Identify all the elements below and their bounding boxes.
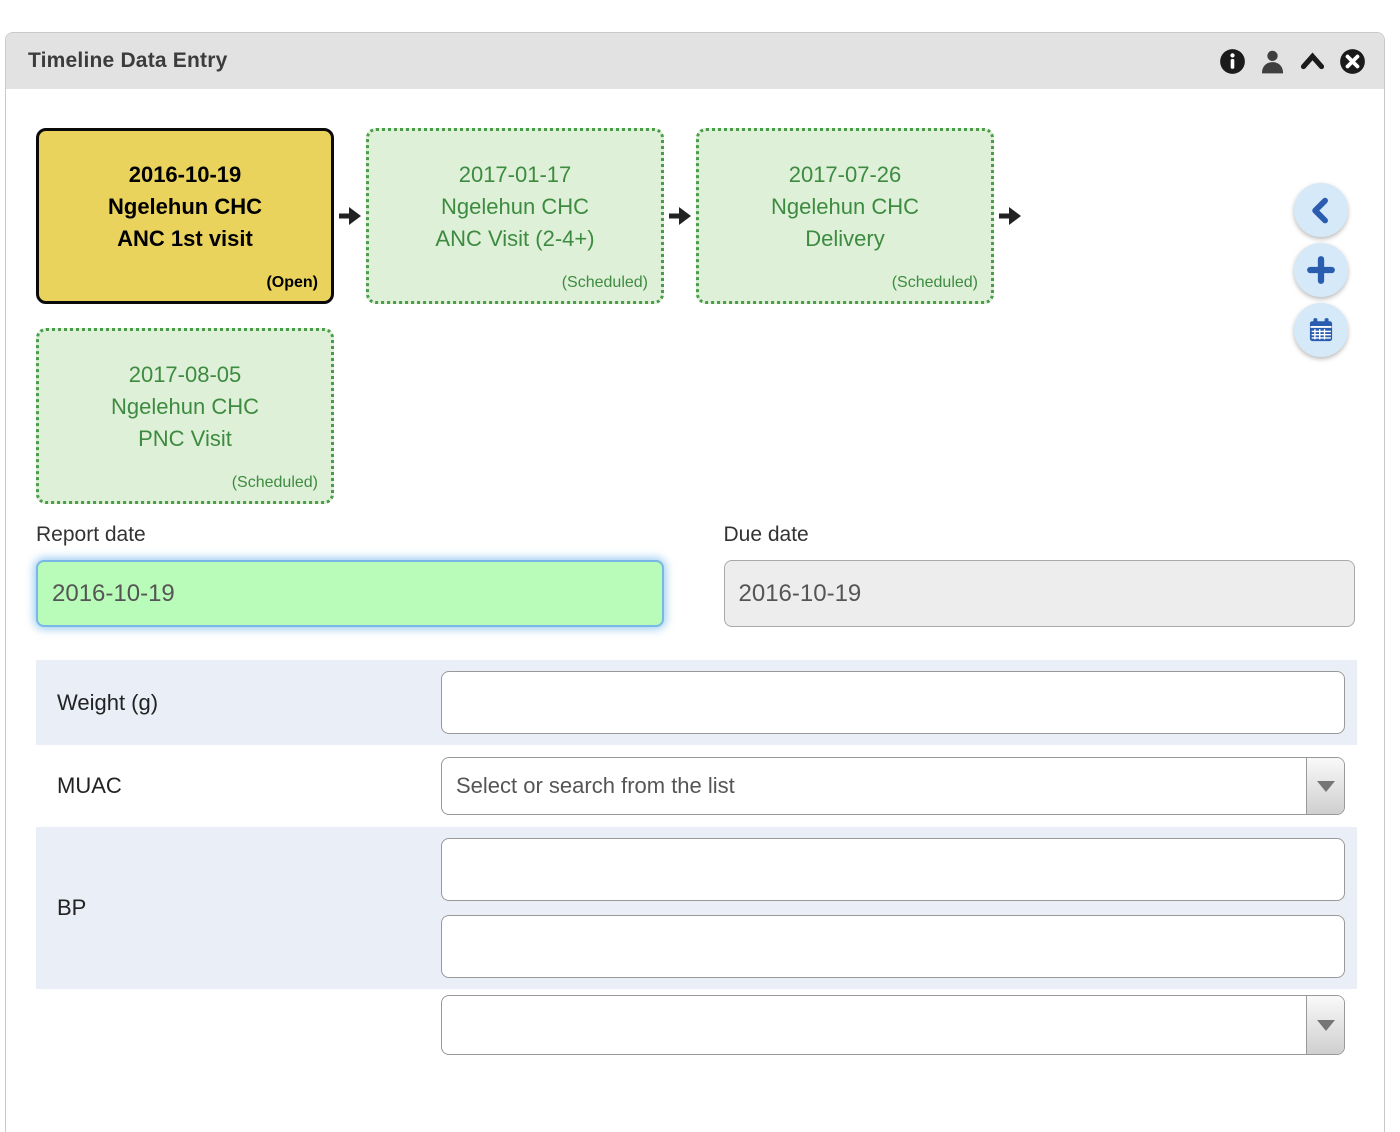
header-icons bbox=[1219, 48, 1366, 75]
arrow-right-icon bbox=[668, 203, 692, 229]
form-row-bp: BP bbox=[36, 827, 1357, 989]
due-date-label: Due date bbox=[724, 523, 1356, 547]
muac-select[interactable]: Select or search from the list bbox=[441, 757, 1345, 815]
event-lines: 2017-08-05 Ngelehun CHC PNC Visit bbox=[39, 359, 331, 455]
chevron-down-icon bbox=[1317, 1020, 1335, 1031]
timeline-row-1: 2016-10-19 Ngelehun CHC ANC 1st visit (O… bbox=[36, 128, 1355, 304]
event-org-unit: Ngelehun CHC bbox=[699, 191, 991, 223]
event-date: 2016-10-19 bbox=[39, 159, 331, 191]
timeline-arrow bbox=[664, 203, 696, 229]
event-lines: 2017-07-26 Ngelehun CHC Delivery bbox=[699, 159, 991, 255]
due-date-input bbox=[724, 560, 1356, 627]
event-org-unit: Ngelehun CHC bbox=[39, 191, 331, 223]
event-lines: 2017-01-17 Ngelehun CHC ANC Visit (2-4+) bbox=[369, 159, 661, 255]
event-box-anc-visit-2-4[interactable]: 2017-01-17 Ngelehun CHC ANC Visit (2-4+)… bbox=[366, 128, 664, 304]
event-stage: ANC 1st visit bbox=[39, 223, 331, 255]
partial-row-label bbox=[36, 989, 441, 1066]
event-lines: 2016-10-19 Ngelehun CHC ANC 1st visit bbox=[39, 159, 331, 255]
dropdown-button[interactable] bbox=[1306, 758, 1344, 814]
form-row-weight: Weight (g) bbox=[36, 660, 1357, 745]
event-date: 2017-08-05 bbox=[39, 359, 331, 391]
calendar-icon bbox=[1307, 316, 1335, 344]
event-stage: Delivery bbox=[699, 223, 991, 255]
weight-label: Weight (g) bbox=[36, 660, 441, 745]
form-row-partial bbox=[36, 989, 1357, 1066]
bp-systolic-input[interactable] bbox=[441, 838, 1345, 901]
bp-label: BP bbox=[36, 827, 441, 989]
report-date-input[interactable] bbox=[36, 560, 664, 627]
user-icon[interactable] bbox=[1259, 48, 1286, 75]
widget-title: Timeline Data Entry bbox=[28, 49, 227, 73]
event-stage: PNC Visit bbox=[39, 423, 331, 455]
report-date-label: Report date bbox=[36, 523, 664, 547]
timeline-arrow bbox=[994, 203, 1026, 229]
event-stage: ANC Visit (2-4+) bbox=[369, 223, 661, 255]
close-icon[interactable] bbox=[1339, 48, 1366, 75]
event-status: (Scheduled) bbox=[232, 474, 318, 492]
event-box-pnc-visit[interactable]: 2017-08-05 Ngelehun CHC PNC Visit (Sched… bbox=[36, 328, 334, 504]
muac-select-placeholder: Select or search from the list bbox=[442, 773, 1306, 799]
event-status: (Open) bbox=[266, 274, 318, 292]
event-org-unit: Ngelehun CHC bbox=[369, 191, 661, 223]
timeline-data-entry-widget: Timeline Data Entry bbox=[5, 32, 1385, 1132]
partial-select[interactable] bbox=[441, 995, 1345, 1055]
arrow-right-icon bbox=[338, 203, 362, 229]
previous-button[interactable] bbox=[1294, 183, 1348, 237]
event-status: (Scheduled) bbox=[892, 274, 978, 292]
event-box-anc-1st-visit[interactable]: 2016-10-19 Ngelehun CHC ANC 1st visit (O… bbox=[36, 128, 334, 304]
arrow-right-icon bbox=[998, 203, 1022, 229]
event-box-delivery[interactable]: 2017-07-26 Ngelehun CHC Delivery (Schedu… bbox=[696, 128, 994, 304]
timeline-action-buttons bbox=[1294, 183, 1348, 357]
bp-diastolic-input[interactable] bbox=[441, 915, 1345, 978]
muac-label: MUAC bbox=[36, 745, 441, 827]
event-org-unit: Ngelehun CHC bbox=[39, 391, 331, 423]
timeline-arrow bbox=[334, 203, 366, 229]
widget-content: 2016-10-19 Ngelehun CHC ANC 1st visit (O… bbox=[6, 89, 1384, 1066]
event-date: 2017-01-17 bbox=[369, 159, 661, 191]
add-event-button[interactable] bbox=[1294, 243, 1348, 297]
dropdown-button[interactable] bbox=[1306, 996, 1344, 1054]
form-row-muac: MUAC Select or search from the list bbox=[36, 745, 1357, 827]
schedule-button[interactable] bbox=[1294, 303, 1348, 357]
info-icon[interactable] bbox=[1219, 48, 1246, 75]
event-status: (Scheduled) bbox=[562, 274, 648, 292]
widget-header: Timeline Data Entry bbox=[6, 33, 1384, 89]
collapse-icon[interactable] bbox=[1299, 48, 1326, 75]
timeline-row-2: 2017-08-05 Ngelehun CHC PNC Visit (Sched… bbox=[36, 328, 1355, 504]
weight-input[interactable] bbox=[441, 671, 1345, 734]
chevron-down-icon bbox=[1317, 781, 1335, 792]
plus-icon bbox=[1307, 256, 1335, 284]
chevron-left-icon bbox=[1307, 196, 1335, 224]
dates-section: Report date Due date bbox=[36, 523, 1355, 627]
event-date: 2017-07-26 bbox=[699, 159, 991, 191]
data-entry-form: Weight (g) MUAC Select or search from th… bbox=[36, 660, 1355, 1066]
